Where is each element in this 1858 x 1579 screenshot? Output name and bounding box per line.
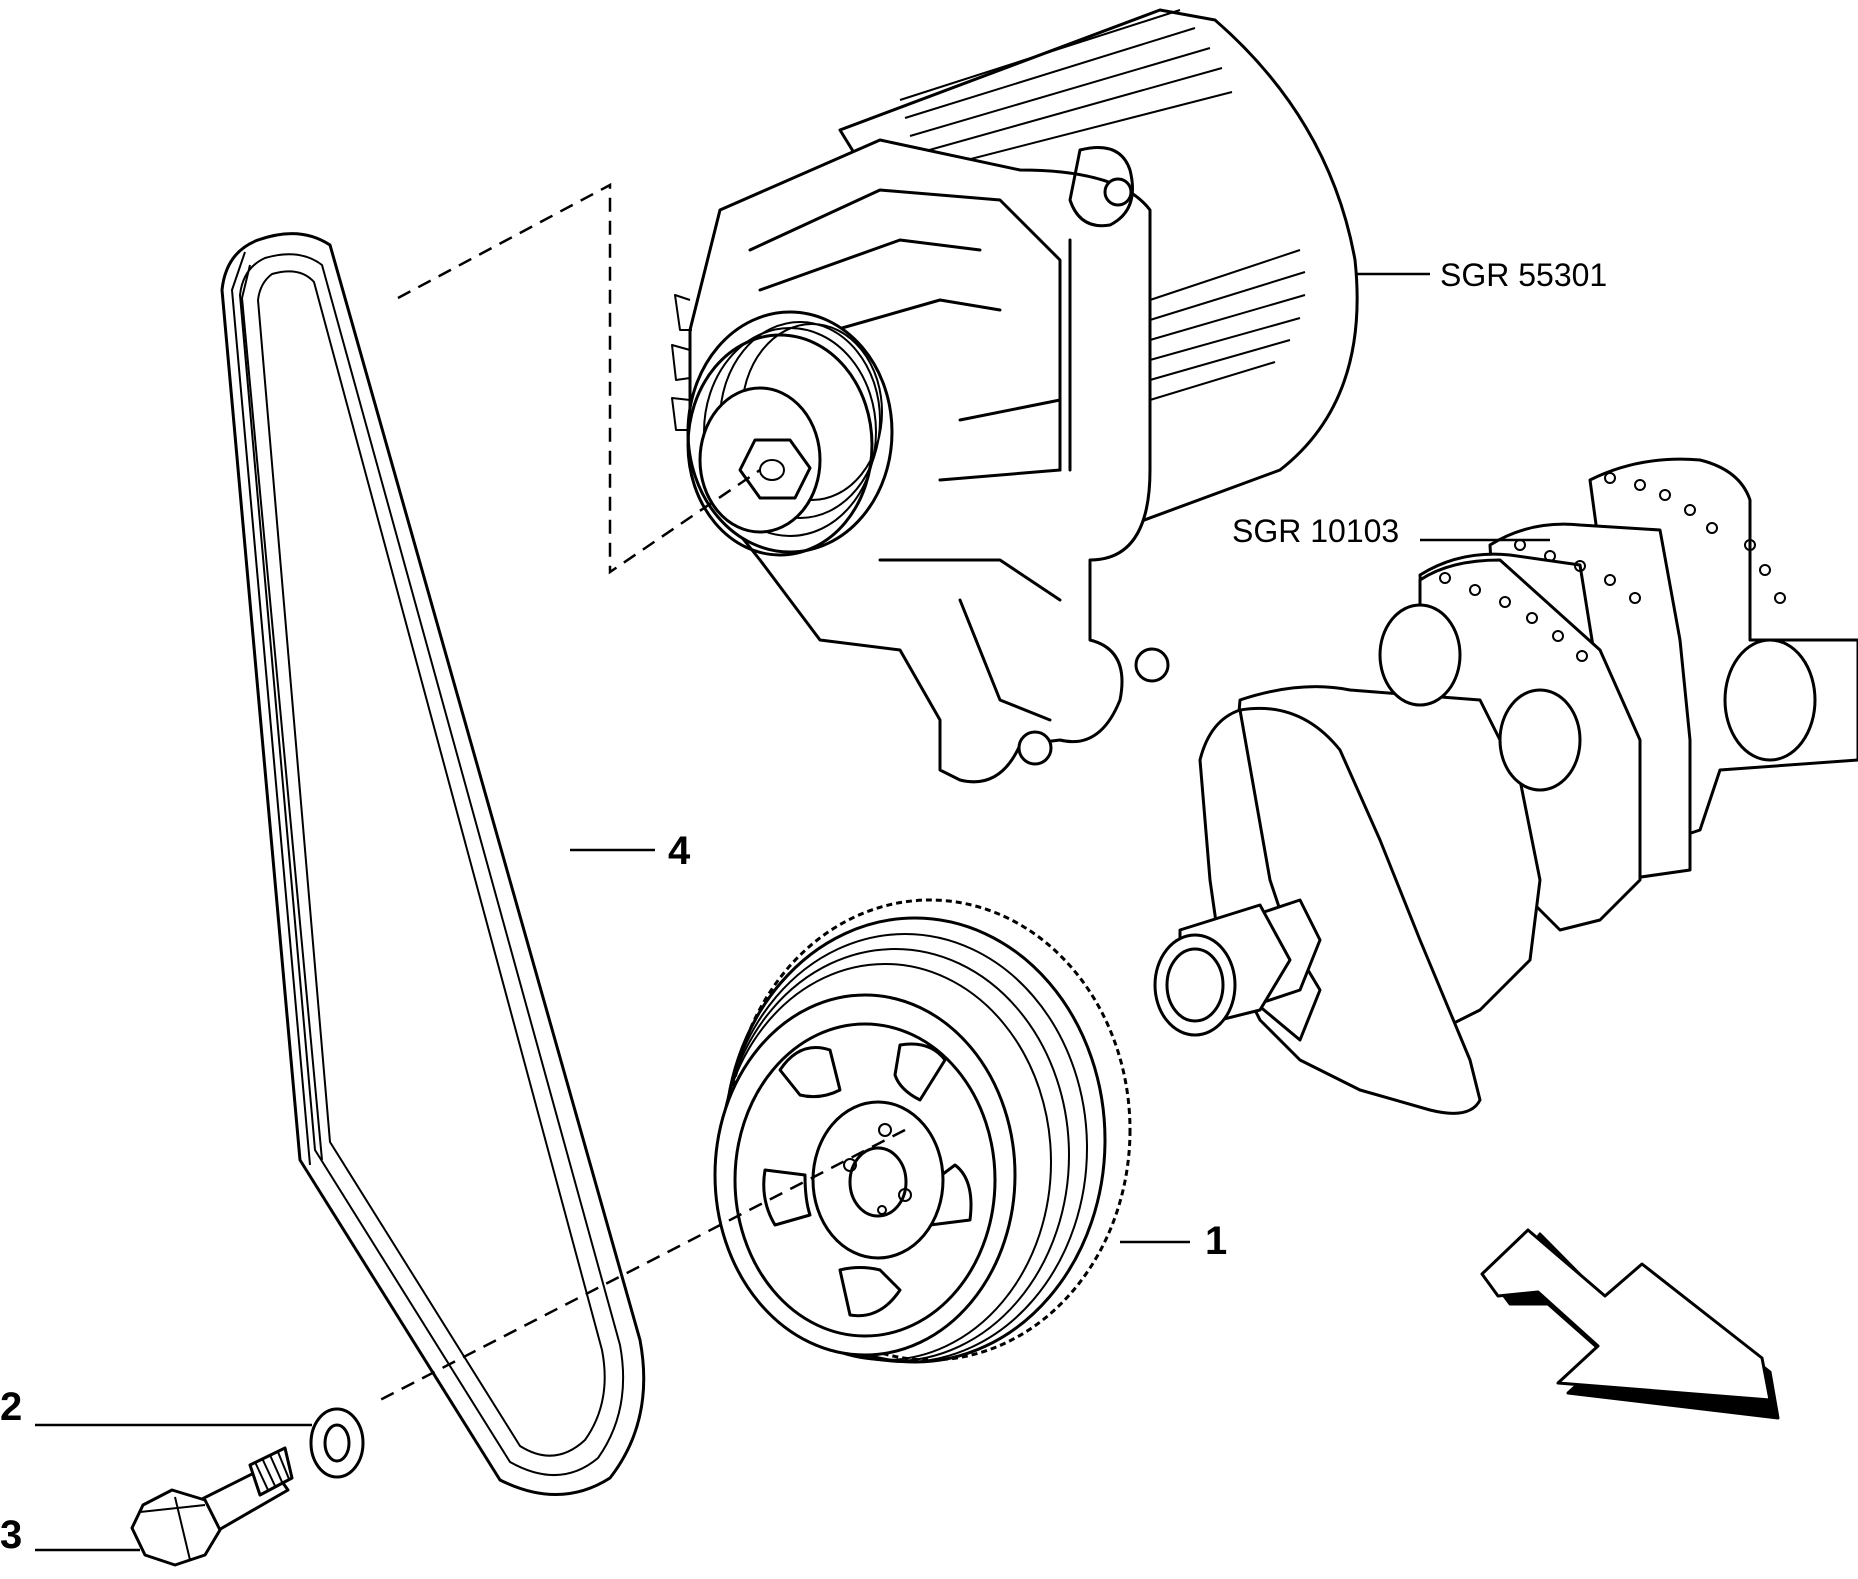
callout-pulley: 1 (1205, 1219, 1227, 1263)
front-direction-arrow-icon (1480, 1228, 1780, 1420)
callout-washer: 2 (0, 1385, 22, 1429)
bolt (130, 1446, 294, 1567)
crank-pulley (713, 898, 1132, 1364)
serpentine-belt (220, 232, 646, 1496)
crankshaft-reference: SGR 10103 (1232, 513, 1399, 549)
callout-belt: 4 (668, 829, 691, 873)
crankshaft (1153, 457, 1858, 1115)
callout-bolt: 3 (0, 1513, 22, 1557)
alternator-projection-lines (397, 182, 761, 575)
pulley-axis-line (379, 1128, 906, 1402)
alternator-reference: SGR 55301 (1440, 257, 1607, 293)
washer (309, 1407, 365, 1479)
alternator (671, 8, 1359, 784)
